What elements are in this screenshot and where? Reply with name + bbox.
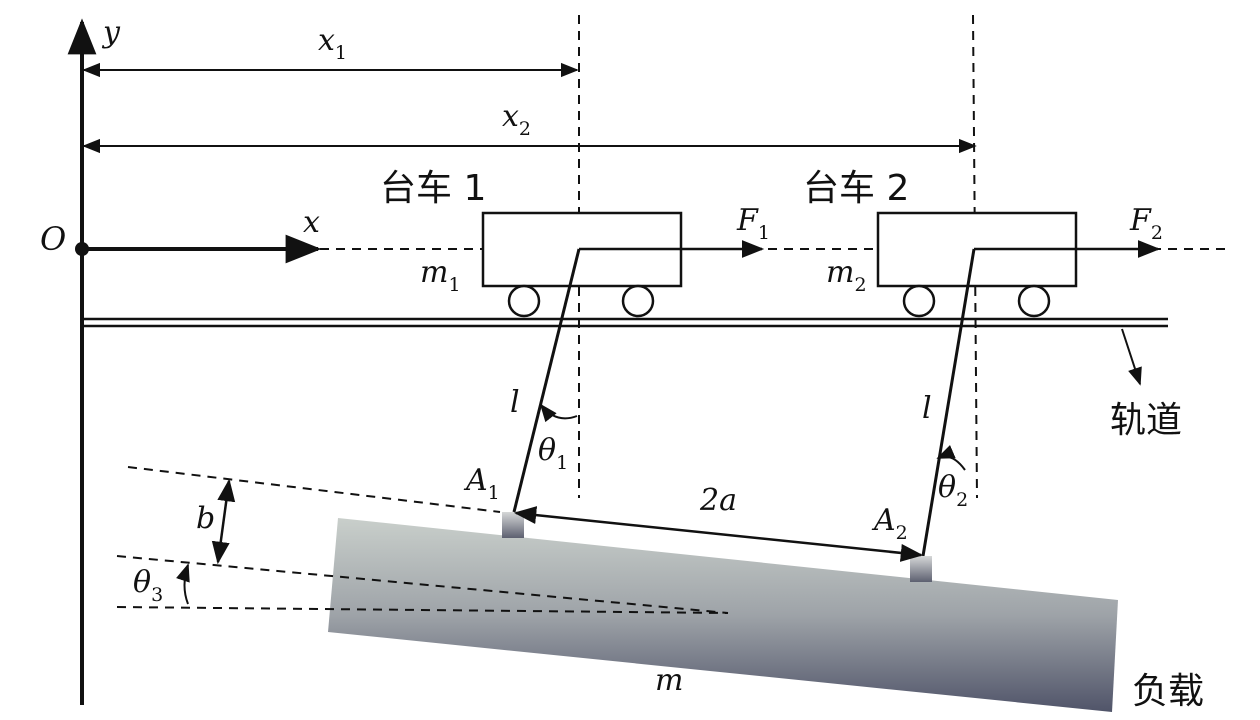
cart1-force-label: F1 (736, 203, 770, 244)
load-centerline-tilted (116, 555, 729, 614)
x2-label: x2 (502, 99, 531, 140)
cart2-wheel-right (1017, 284, 1051, 318)
b-dimension-label: b (196, 501, 215, 536)
cart2-label: 台车 2 (803, 168, 909, 209)
a-dimension-label: 2a (699, 483, 737, 518)
load-mass-label: m (655, 663, 683, 698)
load-top-edge-dashed-extension (127, 466, 501, 513)
cart2-wheel-left (902, 284, 936, 318)
track-pointer-arrow (1121, 328, 1142, 386)
cart1-label: 台车 1 (380, 168, 486, 209)
origin-point (75, 242, 89, 256)
theta2-angle-arc (936, 445, 966, 471)
b-dimension-arrow (211, 478, 236, 565)
cart1-mass-label: m1 (420, 255, 461, 296)
cable2 (921, 248, 976, 557)
point-a1-label: A1 (463, 463, 500, 504)
theta3-angle-arc (176, 563, 190, 605)
cart2-force-label: F2 (1129, 203, 1163, 244)
attachment-block-a1 (502, 512, 524, 538)
load-body (328, 518, 1118, 712)
theta2-label: θ2 (938, 470, 968, 511)
cart2-mass-label: m2 (826, 255, 867, 296)
cable2-length-label: l (922, 391, 932, 426)
theta1-angle-arc (539, 403, 578, 423)
cable1-length-label: l (510, 385, 520, 420)
x1-label: x1 (318, 23, 347, 64)
load-centerline-horizontal (116, 606, 729, 614)
origin-label: O (40, 220, 66, 258)
y-axis-label: y (101, 15, 121, 50)
cable1 (512, 248, 581, 513)
attachment-block-a2 (910, 556, 932, 582)
load-label: 负载 (1132, 671, 1204, 712)
track-label: 轨道 (1110, 400, 1182, 441)
point-a2-label: A2 (871, 503, 908, 544)
a-dimension-arrow (513, 506, 924, 562)
cart1-wheel-left (507, 284, 541, 318)
theta3-label: θ3 (133, 565, 163, 606)
x-axis-label: x (303, 205, 320, 240)
theta1-label: θ1 (538, 433, 568, 474)
cart1-wheel-right (621, 284, 655, 318)
